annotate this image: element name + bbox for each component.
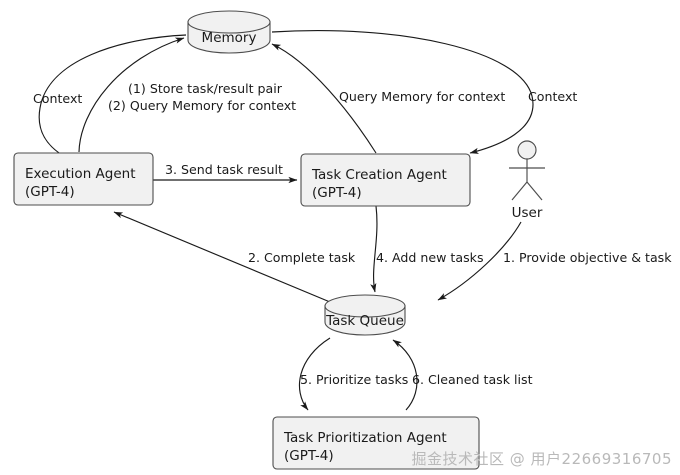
edge-path-queue-to-execution [113, 211, 331, 303]
edge-label-provide-objective-task: 1. Provide objective & task [503, 250, 672, 265]
edge-execution-agent-to-memory: (1) Store task/result pair (2) Query Mem… [78, 37, 296, 153]
edge-task-queue-to-task-prioritization-agent: 5. Prioritize tasks [299, 337, 408, 411]
edge-label-add-new-tasks: 4. Add new tasks [376, 250, 484, 265]
node-user-actor[interactable]: User [509, 140, 545, 221]
edge-user-to-task-queue: 1. Provide objective & task [437, 221, 672, 301]
node-label-task-creation-agent-line1: Task Creation Agent [311, 167, 447, 183]
edge-memory-to-task-creation-agent: Context [271, 29, 577, 154]
edge-label-context-execution: Context [33, 91, 82, 106]
edge-path-user-to-queue [437, 221, 522, 301]
task-prioritization-agent-box [272, 416, 480, 470]
edge-path-memory-to-creation [271, 29, 534, 154]
edge-label-cleaned-task-list: 6. Cleaned task list [412, 372, 533, 387]
edge-execution-agent-to-task-creation-agent: 3. Send task result [153, 162, 298, 184]
edge-label-prioritize-tasks: 5. Prioritize tasks [300, 372, 408, 387]
edge-label-complete-task: 2. Complete task [248, 250, 356, 265]
user-right-leg-icon [526, 181, 543, 201]
task-queue-cylinder-top [324, 294, 406, 318]
user-left-leg-icon [511, 181, 528, 201]
node-memory[interactable]: Memory [187, 10, 271, 54]
edge-label-context-creation: Context [528, 89, 577, 104]
edge-task-creation-agent-to-task-queue: 4. Add new tasks [370, 205, 484, 293]
edge-label-query-memory-for-context-2: Query Memory for context [339, 89, 505, 104]
edge-label-store-task-result-pair: (1) Store task/result pair [128, 81, 283, 96]
node-label-user: User [512, 205, 543, 221]
watermark: 掘金技术社区 @ 用户22669316705 [411, 450, 672, 468]
node-task-prioritization-agent[interactable]: Task Prioritization Agent (GPT-4) [272, 416, 480, 470]
edge-task-queue-to-execution-agent: 2. Complete task [113, 211, 356, 303]
edge-path-execution-to-memory [78, 37, 185, 153]
edge-path-queue-to-prioritization [299, 337, 331, 411]
node-label-task-prioritization-agent-line2: (GPT-4) [284, 448, 334, 464]
node-label-task-queue: Task Queue [325, 313, 404, 329]
edge-label-send-task-result: 3. Send task result [165, 162, 283, 177]
execution-agent-box [13, 152, 154, 206]
user-head-icon [517, 140, 537, 160]
node-label-execution-agent-line1: Execution Agent [25, 166, 136, 182]
node-label-execution-agent-line2: (GPT-4) [25, 184, 75, 200]
node-label-task-prioritization-agent-line1: Task Prioritization Agent [283, 430, 447, 446]
node-label-task-creation-agent-line2: (GPT-4) [312, 185, 362, 201]
memory-cylinder-top [187, 10, 271, 34]
node-execution-agent[interactable]: Execution Agent (GPT-4) [13, 152, 154, 206]
node-label-memory: Memory [202, 30, 257, 46]
edge-task-prioritization-agent-to-task-queue: 6. Cleaned task list [392, 339, 533, 411]
edge-path-prioritization-to-queue [392, 339, 418, 411]
edge-path-creation-to-memory [271, 43, 377, 154]
node-task-creation-agent[interactable]: Task Creation Agent (GPT-4) [300, 153, 471, 207]
edge-label-query-memory-for-context-1: (2) Query Memory for context [108, 98, 296, 113]
edge-path-creation-to-queue [370, 205, 378, 293]
task-creation-agent-box [300, 153, 471, 207]
node-task-queue[interactable]: Task Queue [324, 294, 406, 336]
edge-task-creation-agent-to-memory: Query Memory for context [271, 43, 505, 154]
